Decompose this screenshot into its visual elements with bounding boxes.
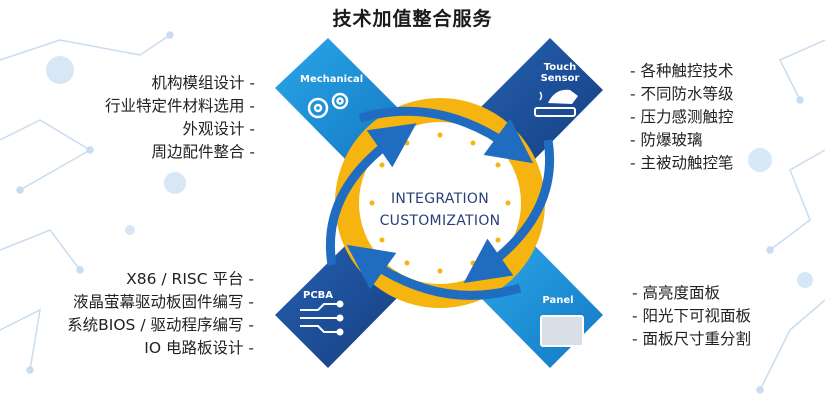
list-item: - 面板尺寸重分割 [632, 330, 752, 348]
list-item: 外观设计 - [182, 120, 255, 138]
pcba-items: X86 / RISC 平台 - 液晶萤幕驱动板固件编写 - 系统BIOS / 驱… [2, 268, 254, 360]
pcba-label: PCBA [302, 290, 334, 301]
list-item: 系统BIOS / 驱动程序编写 - [67, 316, 254, 334]
arrow-left [325, 123, 417, 266]
decor-bubbles [46, 56, 813, 288]
list-item: - 阳光下可视面板 [632, 307, 752, 325]
center-label: INTEGRATION CUSTOMIZATION [360, 188, 520, 232]
network-decoration-left [0, 31, 174, 374]
touch-sensor-label: Touch Sensor [535, 62, 585, 84]
panel-label: Panel [542, 295, 574, 306]
network-decoration-right [756, 39, 825, 394]
display-panel-icon [540, 315, 584, 347]
list-item: - 压力感测触控 [630, 108, 734, 126]
list-item: - 主被动触控笔 [630, 154, 734, 172]
page-title: 技术加值整合服务 [332, 8, 493, 30]
list-item: - 防爆玻璃 [630, 131, 703, 149]
arrow-top [358, 106, 534, 164]
arrow-bottom [346, 244, 522, 300]
gears-icon [307, 92, 349, 119]
list-item: 液晶萤幕驱动板固件编写 - [72, 293, 254, 311]
list-item: - 不同防水等级 [630, 85, 734, 103]
list-item: 行业特定件材料选用 - [104, 97, 255, 115]
touch-sensor-items: - 各种触控技术 - 不同防水等级 - 压力感测触控 - 防爆玻璃 - 主被动触… [630, 60, 810, 175]
touch-hand-icon [534, 89, 578, 117]
mechanical-items: 机构模组设计 - 行业特定件材料选用 - 外观设计 - 周边配件整合 - [50, 72, 255, 164]
touch-sensor-label-line2: Sensor [540, 73, 580, 84]
arrow-right [463, 139, 555, 283]
list-item: - 各种触控技术 [630, 62, 734, 80]
center-label-line2: CUSTOMIZATION [379, 213, 501, 229]
touch-sensor-label-line1: Touch [543, 62, 577, 73]
panel-items: - 高亮度面板 - 阳光下可视面板 - 面板尺寸重分割 [632, 282, 812, 351]
circuit-board-icon [300, 300, 344, 336]
center-label-line1: INTEGRATION [391, 191, 489, 207]
list-item: - 高亮度面板 [632, 284, 721, 302]
mechanical-label: Mechanical [300, 74, 364, 85]
list-item: X86 / RISC 平台 - [126, 270, 254, 288]
list-item: 机构模组设计 - [151, 74, 255, 92]
list-item: 周边配件整合 - [151, 143, 255, 161]
list-item: IO 电路板设计 - [144, 339, 254, 357]
